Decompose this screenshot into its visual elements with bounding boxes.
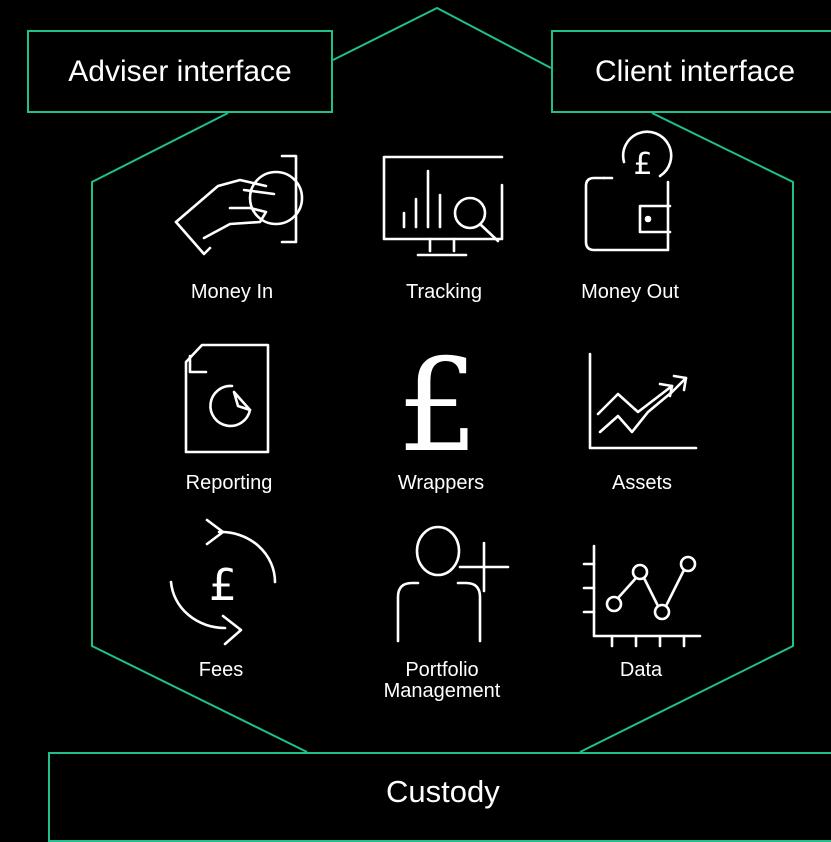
pound-sign-icon: £ (397, 332, 478, 481)
feature-label-money-out: Money Out (581, 281, 679, 303)
client-interface-box: Client interface (551, 30, 831, 113)
hand-coin-icon (170, 150, 310, 260)
feature-label-fees: Fees (198, 659, 244, 681)
wallet-pound-icon: £ (582, 140, 682, 255)
trend-arrows-icon (586, 352, 701, 452)
hexagon-left-edge (91, 112, 308, 753)
feature-label-management: Management (383, 680, 501, 702)
hexagon-right-edge (579, 112, 794, 753)
feature-label-tracking: Tracking (406, 281, 482, 303)
svg-text:£: £ (209, 560, 237, 611)
feature-label-data: Data (619, 659, 663, 681)
pound-cycle-arrows-icon: £ (165, 518, 280, 648)
svg-text:£: £ (633, 147, 652, 182)
hexagon-top-left-edge (332, 6, 552, 69)
document-pie-chart-icon (182, 342, 272, 457)
feature-label-assets: Assets (611, 472, 673, 494)
svg-text:£: £ (397, 332, 478, 481)
feature-label-portfolio: Portfolio (405, 659, 479, 681)
feature-label-wrappers: Wrappers (397, 472, 485, 494)
custody-box: Custody (48, 752, 831, 842)
line-chart-icon (580, 540, 705, 650)
feature-label-reporting: Reporting (185, 472, 273, 494)
monitor-analytics-icon (380, 155, 510, 260)
adviser-interface-box: Adviser interface (27, 30, 333, 113)
feature-label-money-in: Money In (190, 281, 274, 303)
person-plus-icon (388, 525, 518, 645)
